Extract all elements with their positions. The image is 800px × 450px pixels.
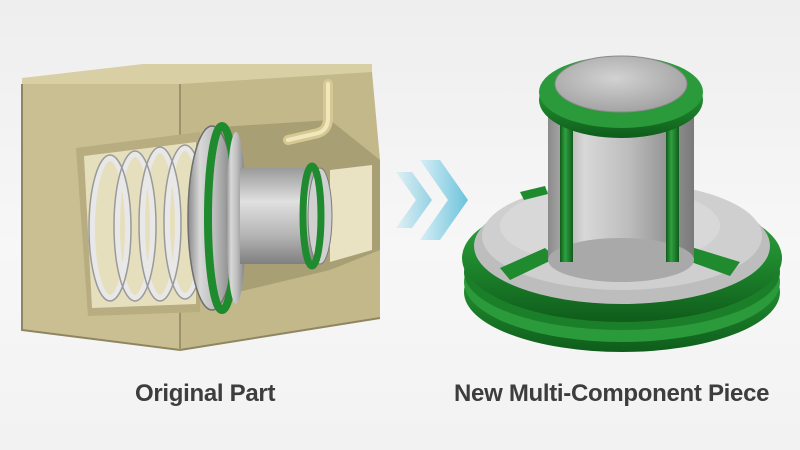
cylinder-rib-left: [560, 112, 573, 262]
original-part-caption: Original Part: [135, 380, 276, 407]
housing-edge: [21, 84, 381, 352]
new-piece-illustration: [462, 55, 782, 352]
seal-ring-small: [299, 162, 325, 270]
new-piece-caption: New Multi-Component Piece: [454, 380, 770, 407]
base-rib-right: [680, 246, 740, 276]
base-rib-back: [520, 186, 548, 200]
top-cap: [554, 55, 688, 113]
housing-bore-light: [330, 165, 372, 262]
base-rib-left: [500, 248, 556, 280]
original-part-illustration: [21, 64, 381, 352]
cylinder-rib-right: [666, 112, 679, 262]
double-chevron-right-icon: [396, 160, 468, 240]
